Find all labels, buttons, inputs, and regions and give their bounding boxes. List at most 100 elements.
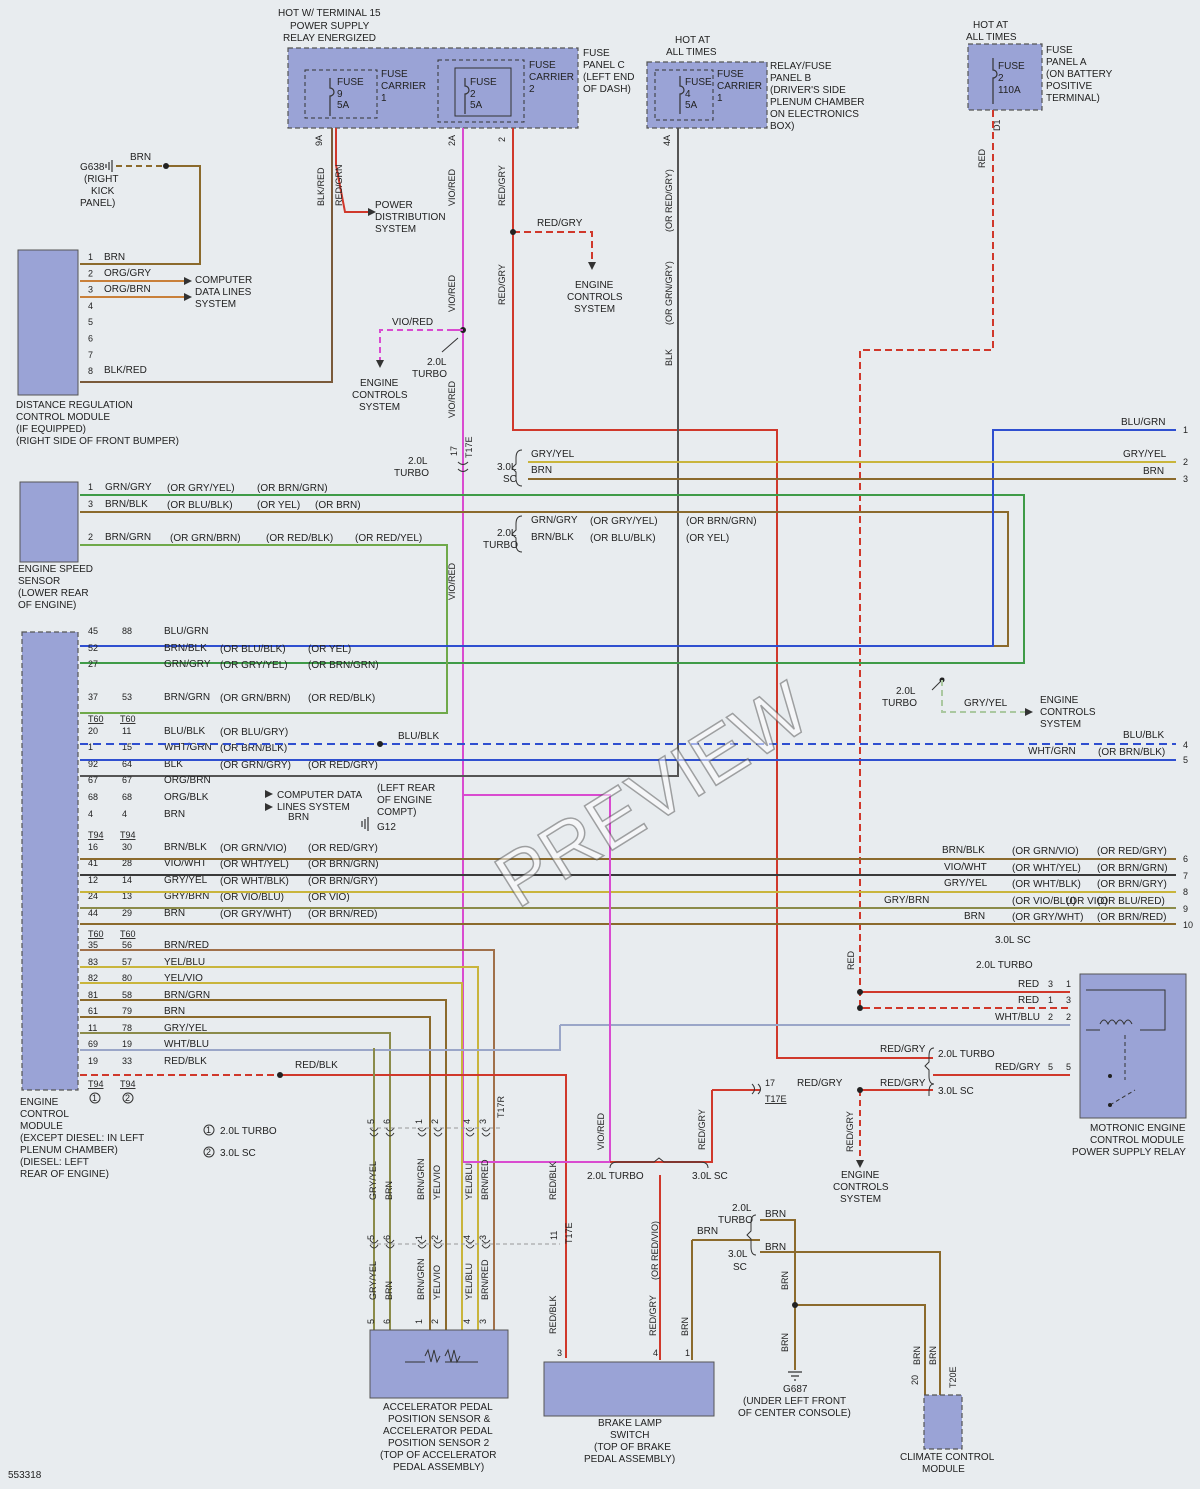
apps-w5: YEL/BLU: [464, 1163, 474, 1200]
arrow-icon: [184, 293, 192, 301]
sc-label-1: 3.0L: [497, 462, 517, 473]
ecm-wire-alt2: (OR YEL): [308, 644, 351, 655]
wire-viored-v1: VIO/RED: [447, 168, 457, 206]
right-kick-2: KICK: [91, 186, 115, 197]
right-wire-label: GRY/YEL: [944, 878, 988, 889]
g687-turbo-2: TURBO: [718, 1215, 753, 1226]
t17e-label3: T17E: [564, 1222, 574, 1244]
ecs-bot-2: CONTROLS: [833, 1182, 889, 1193]
relay-out-3: 3: [1066, 995, 1071, 1005]
arrow-icon: [1025, 708, 1033, 716]
apps-pin-top: 3: [478, 1119, 488, 1124]
g687-sc-2: SC: [733, 1262, 747, 1273]
redblk-v1: RED/BLK: [548, 1161, 558, 1200]
ecm-title-4: (EXCEPT DIESEL: IN LEFT: [20, 1133, 144, 1144]
relay-red-2: RED: [1018, 995, 1039, 1006]
bls-w1: RED/GRY: [648, 1295, 658, 1336]
drcm-pin-5: 5: [88, 317, 93, 327]
g687-brn-1: BRN: [765, 1209, 786, 1220]
relay-turbo-label: 2.0L TURBO: [976, 960, 1033, 971]
ecm-wire-color: BRN: [164, 908, 185, 919]
right-pin-5: 5: [1183, 755, 1188, 765]
apps-title-1: ACCELERATOR PEDAL: [383, 1402, 493, 1413]
tb-wire-2o2: (OR YEL): [686, 533, 729, 544]
right-pin-4: 4: [1183, 740, 1188, 750]
ecm-pin-b: 88: [122, 626, 132, 636]
wire-blk-v: BLK: [664, 349, 674, 366]
wire-blkred-v: BLK/RED: [316, 167, 326, 206]
cdl-3: SYSTEM: [195, 299, 236, 310]
ecm-wire-color: RED/BLK: [164, 1056, 207, 1067]
connector-icon: [465, 1127, 475, 1137]
relay-title-3: POWER SUPPLY RELAY: [1072, 1147, 1186, 1158]
connector-icon: [417, 1239, 427, 1249]
fuse-panel-c-loc1: (LEFT END: [583, 72, 635, 83]
ground-icon: [788, 1371, 802, 1381]
ecm-pin-b: 57: [122, 957, 132, 967]
apps-pin-top: 6: [382, 1119, 392, 1124]
left-rear-2: OF ENGINE: [377, 795, 432, 806]
ess-w3o3: (OR RED/YEL): [355, 533, 422, 544]
carrier1-number: 1: [381, 93, 387, 104]
fpa-2: PANEL A: [1046, 57, 1087, 68]
fuse-panel-c-loc2: OF DASH): [583, 84, 631, 95]
relay-pin5b: 5: [1066, 1062, 1071, 1072]
ecm-pin-b: 11: [122, 726, 131, 736]
carrierb-a: FUSE: [717, 69, 744, 80]
note-circle-2b: [203, 1146, 215, 1158]
ecs-top-2: CONTROLS: [567, 292, 623, 303]
apps-pin-bot: 6: [382, 1319, 392, 1324]
connector-icon: [385, 1239, 395, 1249]
ecm-wire-alt1: (OR BLU/GRY): [220, 727, 288, 738]
ecm-wire-color: GRY/YEL: [164, 1023, 208, 1034]
ecm-pin-a: 27: [88, 659, 98, 669]
g687-loc-1: (UNDER LEFT FRONT: [743, 1396, 846, 1407]
t11-pin: 11: [549, 1231, 559, 1240]
fuseA-number: 2: [998, 73, 1004, 84]
r3-label: BRN: [1143, 466, 1164, 477]
ess-w2o2: (OR YEL): [257, 500, 300, 511]
ecm-wire-alt1: (OR BRN/BLK): [220, 743, 287, 754]
ecm-pin-b: 28: [122, 858, 132, 868]
ecs-mid-1: ENGINE: [1040, 695, 1079, 706]
connector-icon: [433, 1239, 443, 1249]
fuse-panel-c: [287, 47, 579, 129]
ecm-title-1: ENGINE: [20, 1097, 59, 1108]
ecm-pin-b: 53: [122, 692, 132, 702]
fpb-6: BOX): [770, 121, 794, 132]
carrier1-label-a: FUSE: [381, 69, 408, 80]
fuse-panel-c-box: [287, 47, 579, 129]
ecm-wire-color: WHT/BLU: [164, 1039, 209, 1050]
ecm-wire-color: GRY/BRN: [164, 891, 209, 902]
right-pin-1: 1: [1183, 425, 1188, 435]
right-wire-alt1: (OR WHT/YEL): [1012, 863, 1081, 874]
connector-icon: [369, 1127, 379, 1137]
apps-pin-bot: 5: [366, 1319, 376, 1324]
cdl-2: DATA LINES: [195, 287, 252, 298]
g687-brn-3: BRN: [765, 1242, 786, 1253]
hot-all-times-b-2: ALL TIMES: [666, 47, 717, 58]
climate-control-module: [923, 1394, 963, 1450]
connector-icon: [481, 1239, 491, 1249]
ecm-wire-alt1: (OR GRN/BRN): [220, 693, 291, 704]
pin-4a: 4A: [662, 135, 672, 146]
ecm-pin-b: 29: [122, 908, 132, 918]
ecm-wire-color: BRN: [164, 809, 185, 820]
wire-viored-h: VIO/RED: [392, 317, 433, 328]
tb-wire-1: GRN/GRY: [531, 515, 578, 526]
apps-pin-mid: 5: [366, 1235, 376, 1240]
ess-title-4: OF ENGINE): [18, 600, 76, 611]
t94-c: T94: [88, 1079, 104, 1089]
ecm-wire-alt1: (OR GRY/WHT): [220, 909, 291, 920]
right-wire-label: BRN: [964, 911, 985, 922]
ccm-brn-2: BRN: [928, 1346, 938, 1365]
right-wire-alt3: (OR BLU/RED): [1097, 896, 1165, 907]
ecm-pin-a: 41: [88, 858, 98, 868]
fpa-5: TERMINAL): [1046, 93, 1100, 104]
drcm-brn-wire: [80, 165, 201, 265]
g687-label: G687: [783, 1384, 808, 1395]
ecs-left-1: ENGINE: [360, 378, 399, 389]
apps-w6: BRN/RED: [480, 1159, 490, 1200]
